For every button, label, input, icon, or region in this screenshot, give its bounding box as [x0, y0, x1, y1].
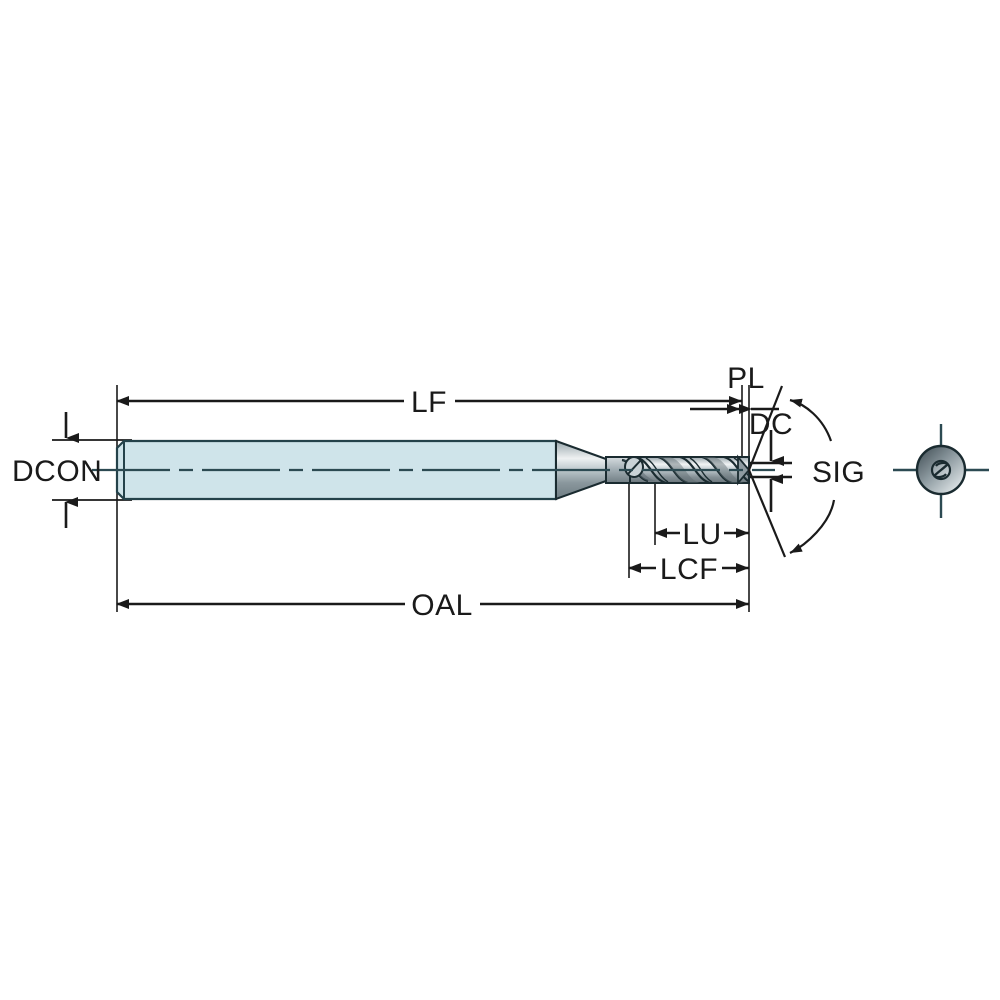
dimension-dc: DC — [749, 408, 793, 512]
dimension-label-sig: SIG — [812, 456, 865, 489]
dimension-label-lcf: LCF — [660, 553, 718, 586]
sig-line-lower — [747, 469, 787, 558]
dimension-lf: LF — [116, 386, 742, 419]
end-view-flute-arc-lower — [933, 473, 947, 479]
dimension-oal: OAL — [116, 589, 749, 622]
sig-line-upper — [747, 385, 784, 471]
end-view-of-drill-point — [893, 424, 989, 518]
end-view-flute-arc-upper — [935, 461, 949, 467]
dimension-label-oal: OAL — [411, 589, 473, 622]
sig-leader-upper — [789, 398, 833, 442]
dimension-label-dcon: DCON — [12, 455, 102, 488]
end-view-flute-glyph — [933, 463, 949, 477]
point-angle-lines — [747, 385, 787, 558]
sig-leader-lower — [789, 499, 836, 554]
dimension-lu: LU — [654, 518, 749, 551]
flute-start-slash — [627, 459, 642, 475]
dimension-pl: PL — [690, 362, 779, 414]
dimension-label-lu: LU — [682, 518, 721, 551]
dimension-dcon: DCON — [12, 412, 102, 528]
dimension-lcf: LCF — [628, 553, 749, 586]
dimension-label-pl: PL — [727, 362, 765, 395]
dimension-label-lf: LF — [411, 386, 447, 419]
dimension-label-dc: DC — [749, 408, 793, 441]
dimension-sig: SIG — [789, 398, 865, 554]
